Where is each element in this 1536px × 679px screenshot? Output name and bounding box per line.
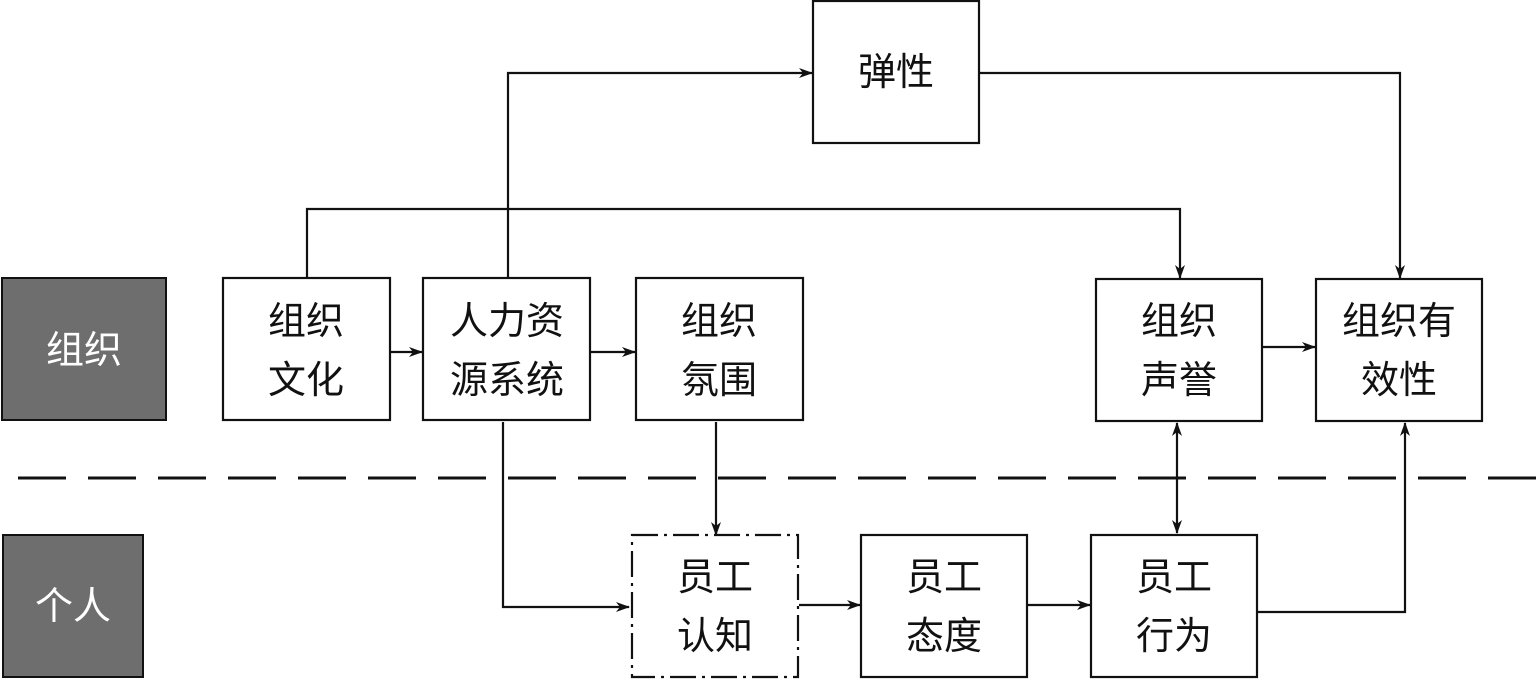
node-label-line2: 认知 bbox=[677, 614, 753, 658]
level-label: 个人 bbox=[35, 584, 111, 628]
edge-behavior-effectiveness bbox=[1258, 422, 1410, 614]
edge-hrs-resilience bbox=[506, 68, 813, 279]
node-label-line2: 态度 bbox=[906, 614, 982, 658]
node-label-line1: 员工 bbox=[1136, 555, 1212, 599]
node-label-line1: 员工 bbox=[906, 555, 982, 599]
node-resilience: 弹性 bbox=[811, 0, 981, 145]
node-behavior: 员工 行为 bbox=[1089, 533, 1259, 679]
node-label-line1: 人力资 bbox=[450, 299, 564, 343]
edge-hrs-cognition bbox=[501, 422, 630, 612]
node-label-line2: 文化 bbox=[268, 358, 344, 402]
node-label-line2: 源系统 bbox=[450, 358, 564, 402]
level-label: 组织 bbox=[46, 328, 122, 372]
edge-culture-reputation bbox=[305, 207, 1185, 279]
node-reputation: 组织 声誉 bbox=[1094, 277, 1264, 423]
node-label-line1: 员工 bbox=[677, 555, 753, 599]
node-attitude: 员工 态度 bbox=[859, 533, 1029, 679]
node-label-line1: 组织 bbox=[268, 299, 344, 343]
node-label-line2: 效性 bbox=[1361, 358, 1437, 402]
node-culture: 组织 文化 bbox=[221, 276, 392, 422]
level-individual: 个人 bbox=[2, 534, 144, 678]
node-hr-system: 人力资 源系统 bbox=[421, 276, 592, 422]
node-label-line2: 氛围 bbox=[681, 358, 757, 402]
node-label-line2: 行为 bbox=[1136, 614, 1212, 658]
node-climate: 组织 氛围 bbox=[634, 276, 805, 422]
node-label-line1: 组织 bbox=[1141, 299, 1217, 343]
edge-resilience-effectiveness bbox=[980, 71, 1405, 279]
level-organization: 组织 bbox=[1, 277, 167, 421]
node-label-line1: 组织有 bbox=[1342, 299, 1456, 343]
node-label: 弹性 bbox=[858, 50, 934, 94]
node-label-line2: 声誉 bbox=[1141, 358, 1217, 402]
node-cognition: 员工 认知 bbox=[630, 533, 800, 679]
node-effectiveness: 组织有 效性 bbox=[1314, 277, 1484, 423]
node-label-line1: 组织 bbox=[681, 299, 757, 343]
